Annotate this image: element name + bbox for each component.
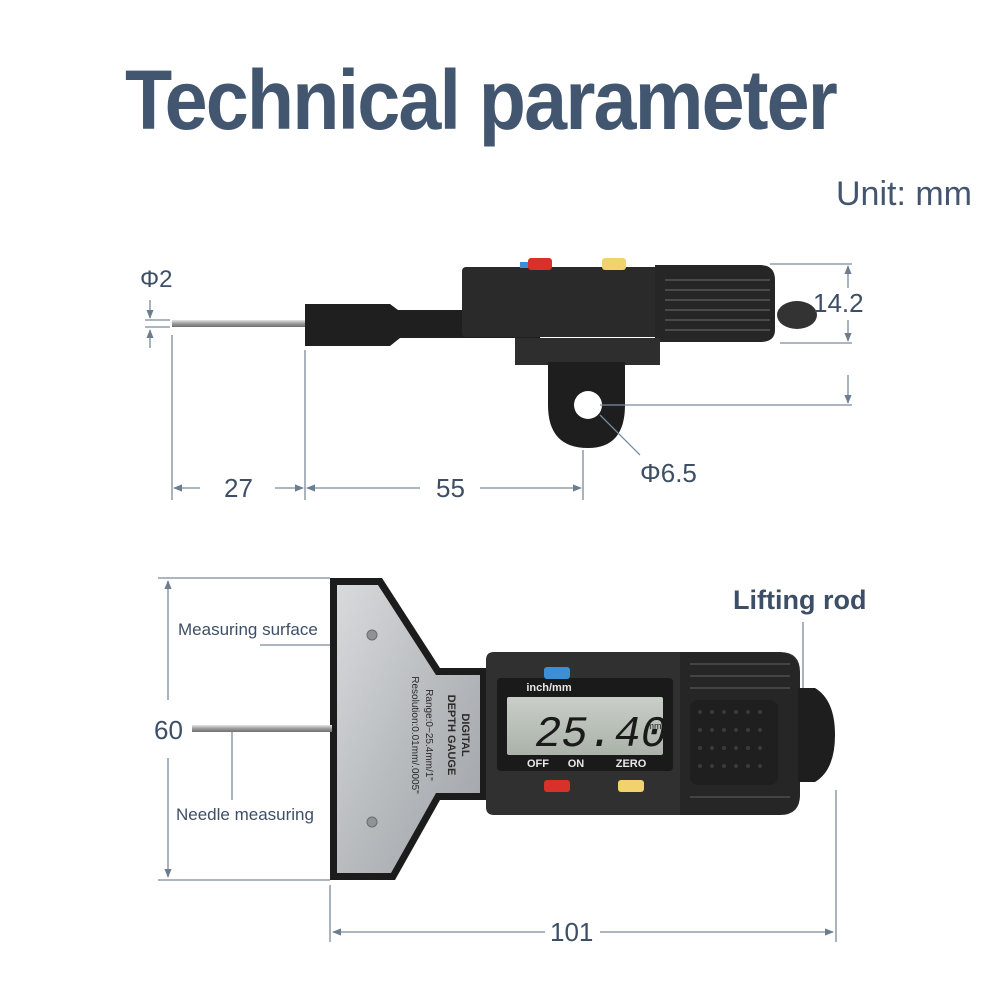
dim-base-height: 60 bbox=[154, 715, 183, 746]
front-view-dimensions bbox=[158, 577, 837, 942]
side-yellow-button bbox=[602, 258, 626, 270]
button-zero-label: ZERO bbox=[616, 758, 647, 770]
front-blue-button bbox=[544, 667, 570, 679]
label-measuring-surface: Measuring surface bbox=[178, 620, 318, 639]
side-main-body bbox=[462, 267, 662, 337]
plate-text-line3: Range:0~25.4mm/1" bbox=[423, 689, 434, 781]
side-view-gauge bbox=[172, 258, 817, 448]
side-blue-button bbox=[520, 262, 528, 268]
display-reading: 25.40 bbox=[535, 710, 667, 760]
label-lifting-rod: Lifting rod bbox=[733, 585, 867, 615]
side-probe-needle bbox=[172, 320, 307, 327]
button-on-label: ON bbox=[568, 758, 585, 770]
front-base-plate bbox=[337, 585, 480, 873]
button-off-label: OFF bbox=[527, 758, 549, 770]
dim-probe-length: 27 bbox=[224, 473, 253, 503]
side-view-dimensions bbox=[145, 263, 852, 500]
plate-text-line2: DEPTH GAUGE bbox=[445, 695, 457, 776]
side-red-button bbox=[528, 258, 552, 270]
unit-label: Unit: mm bbox=[836, 175, 972, 213]
front-view-gauge bbox=[192, 578, 835, 880]
dim-probe-diameter: Φ2 bbox=[140, 266, 173, 293]
plate-text-line4: Resolution:0.01mm/.0005" bbox=[409, 676, 420, 794]
side-clamp-block bbox=[515, 338, 660, 365]
side-mount-hole bbox=[574, 391, 602, 419]
front-grip-pad bbox=[690, 700, 778, 785]
front-yellow-button bbox=[618, 780, 644, 792]
side-ribbed-grip bbox=[655, 265, 775, 342]
label-needle-measuring: Needle measuring bbox=[176, 805, 314, 824]
display-unit: mm bbox=[647, 721, 662, 731]
dim-height: 14.2 bbox=[813, 288, 864, 318]
side-lifting-knob bbox=[777, 301, 817, 329]
front-needle bbox=[192, 725, 332, 732]
dim-total-length: 101 bbox=[550, 917, 594, 947]
display-header: inch/mm bbox=[526, 682, 571, 694]
front-lcd-screen bbox=[507, 697, 663, 755]
front-screw-bottom bbox=[366, 816, 378, 828]
front-red-button bbox=[544, 780, 570, 792]
dim-hole-diameter: Φ6.5 bbox=[640, 458, 697, 488]
front-lifting-rod-knob bbox=[798, 688, 835, 782]
page-title: Technical parameter bbox=[125, 53, 838, 147]
plate-text-group: DIGITAL DEPTH GAUGE Range:0~25.4mm/1" Re… bbox=[409, 676, 471, 794]
plate-text-line1: DIGITAL bbox=[459, 713, 471, 756]
front-screw-top bbox=[366, 629, 378, 641]
dim-body-length: 55 bbox=[436, 473, 465, 503]
